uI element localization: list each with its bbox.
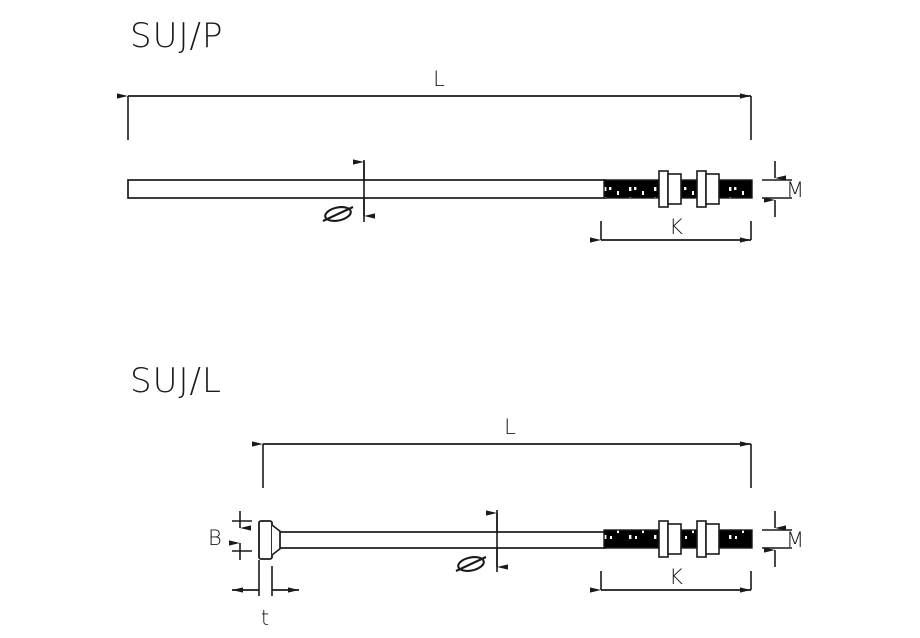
dimension-upper-diameter [322, 159, 375, 222]
dimension-label-K: K [669, 215, 683, 239]
diameter-symbol-icon [322, 206, 354, 222]
dimension-lower-t: t [232, 560, 299, 630]
view-suj-p: SUJ/P L [117, 16, 804, 243]
flange-head [258, 520, 282, 560]
plain-shank [279, 531, 606, 549]
dimension-label-L: L [433, 67, 445, 91]
nut-1 [667, 173, 682, 205]
dimension-lower-M: M [762, 511, 804, 567]
title-suj-l: SUJ/L [130, 361, 222, 401]
nut-washer-assembly-2-lower [696, 520, 720, 558]
dimension-label-B: B [208, 526, 222, 550]
rod-body-lower [279, 531, 606, 549]
washer-1 [658, 520, 669, 558]
diameter-symbol-icon [455, 556, 487, 572]
nut-washer-assembly-1-upper [658, 170, 682, 208]
nut-washer-assembly-1-lower [658, 520, 682, 558]
nut-2 [705, 523, 720, 555]
title-suj-p: SUJ/P [130, 16, 223, 56]
head-plate [258, 520, 273, 560]
dimension-upper-length-L: L [117, 67, 752, 140]
dimension-upper-K: K [590, 215, 752, 243]
dimension-label-M: M [786, 178, 804, 202]
dimension-upper-M: M [762, 161, 804, 217]
dimension-lower-K: K [590, 565, 752, 593]
nut-2 [705, 173, 720, 205]
dimension-label-t: t [261, 606, 269, 630]
plain-shank [127, 179, 606, 199]
dimension-label-K: K [669, 565, 683, 589]
nut-1 [667, 523, 682, 555]
washer-2 [696, 520, 707, 558]
rod-body-upper [127, 179, 606, 199]
washer-2 [696, 170, 707, 208]
dimension-label-L: L [504, 415, 516, 439]
dimension-lower-B: B [208, 511, 252, 560]
dimension-label-M: M [786, 528, 804, 552]
dimension-lower-diameter [455, 510, 508, 572]
dimension-lower-length-L: L [252, 415, 752, 488]
washer-1 [658, 170, 669, 208]
nut-washer-assembly-2-upper [696, 170, 720, 208]
view-suj-l: SUJ/L L [130, 361, 804, 630]
